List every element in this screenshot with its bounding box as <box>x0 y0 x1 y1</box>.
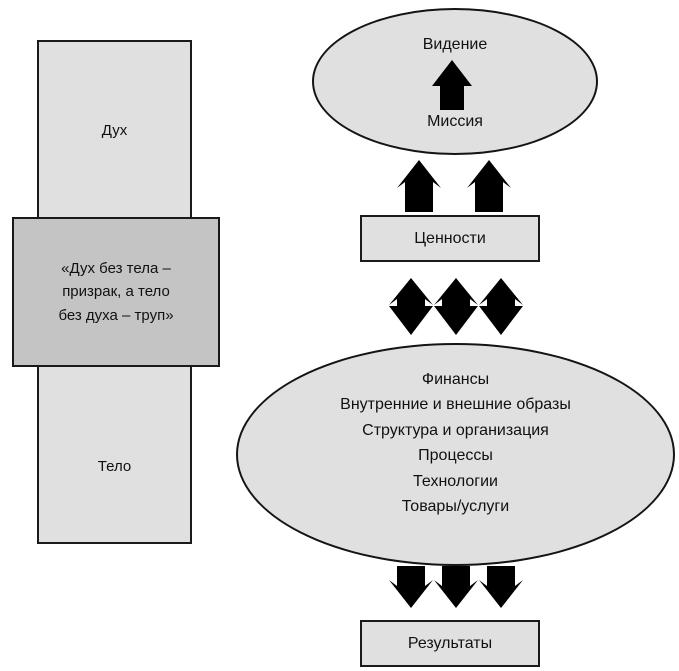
double-arrow-icon <box>389 278 433 335</box>
capabilities-line: Товары/услуги <box>401 498 510 516</box>
capabilities-line: Структура и организация <box>362 421 549 439</box>
capabilities-line: Процессы <box>418 447 493 465</box>
quote-box: «Дух без тела – призрак, а тело без духа… <box>12 217 220 367</box>
vision-label: Видение <box>422 36 488 53</box>
spirit-label: Дух <box>101 122 128 139</box>
capabilities-line: Финансы <box>421 371 490 388</box>
capabilities-line: Внутренние и внешние образы <box>340 396 571 414</box>
down-arrow-icon <box>434 566 478 608</box>
up-arrow-icon <box>467 160 511 212</box>
mission-label: Миссия <box>427 113 483 130</box>
results-box: Результаты <box>360 620 540 667</box>
up-arrow-icon <box>397 160 441 212</box>
quote-text: «Дух без тела – призрак, а тело без духа… <box>58 260 174 324</box>
body-label: Тело <box>97 458 132 475</box>
vision-mission-ellipse: Видение Миссия <box>312 8 598 155</box>
double-arrow-icon <box>434 278 478 335</box>
values-box: Ценности <box>360 215 540 262</box>
double-arrow-icon <box>479 278 523 335</box>
down-arrow-icon <box>389 566 433 608</box>
capabilities-line: Технологии <box>413 472 498 490</box>
down-arrow-icon <box>479 566 523 608</box>
